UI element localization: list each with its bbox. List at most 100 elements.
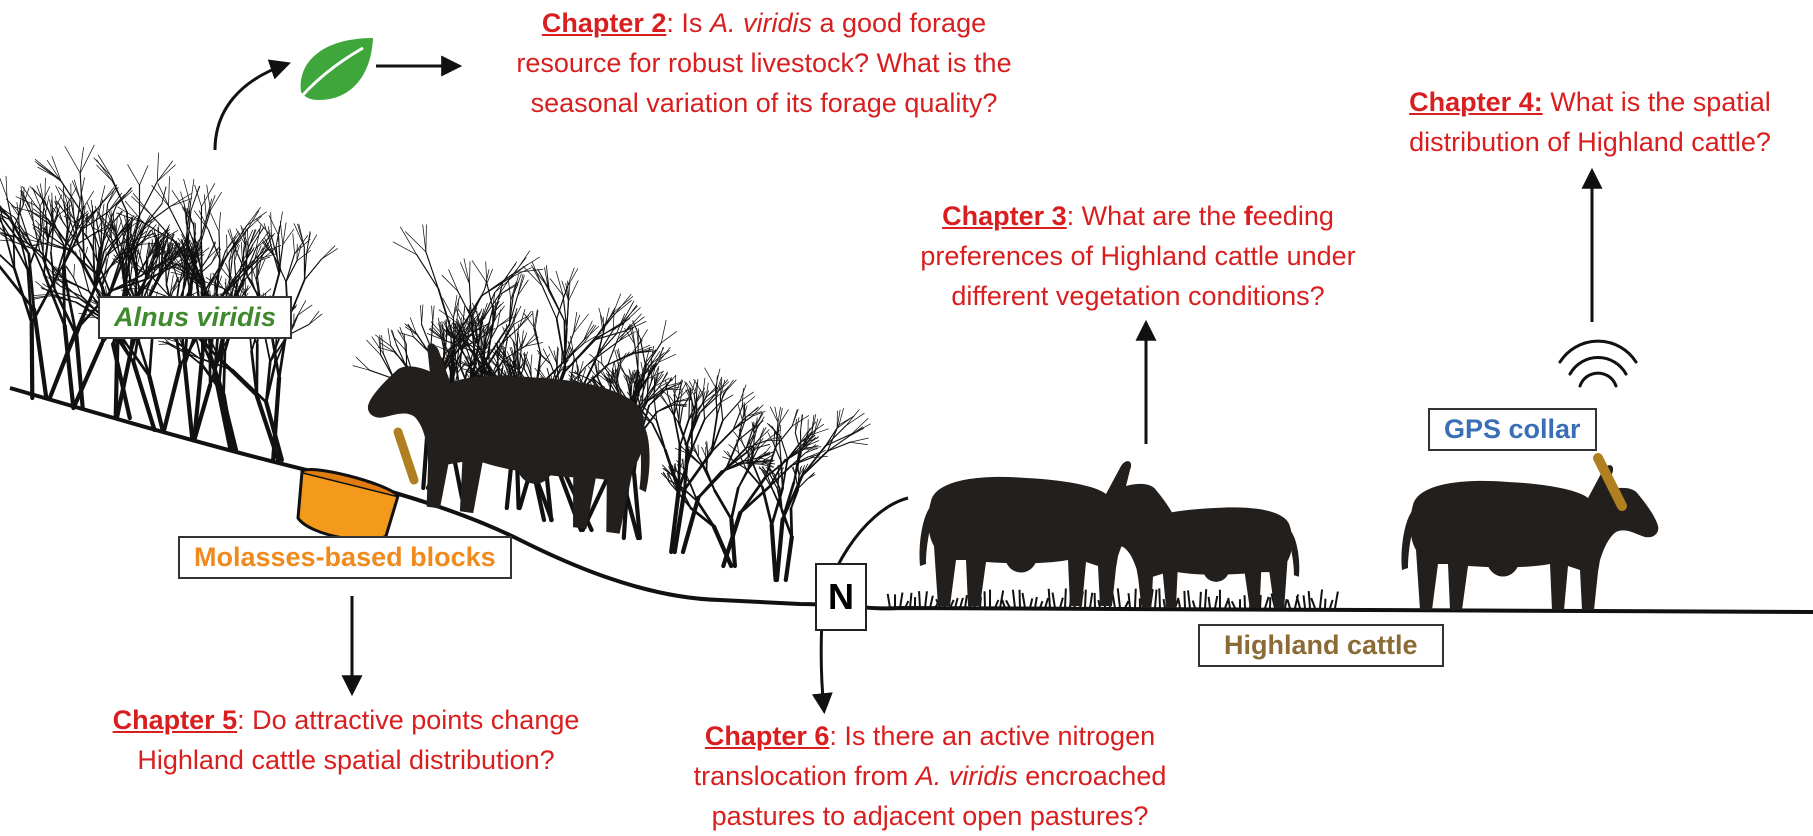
grass-blade: [1129, 593, 1130, 608]
grass-blade: [1085, 590, 1086, 608]
shrub-branch: [731, 488, 738, 519]
shrub-branch: [241, 242, 242, 261]
grass-blade: [1155, 590, 1157, 608]
shrub-branch: [222, 269, 234, 283]
shrub-branch: [696, 452, 704, 467]
shrub-branch: [169, 177, 170, 206]
shrub-branch: [164, 366, 180, 430]
shrub-branch: [433, 306, 434, 322]
shrub-branch: [707, 453, 708, 470]
grass-blade: [1209, 597, 1210, 608]
shrub-branch: [422, 305, 423, 325]
molasses-bucket: [298, 469, 398, 539]
shrub-branch: [80, 173, 82, 214]
chapter-4-question: Chapter 4: What is the spatial distribut…: [1370, 82, 1810, 162]
molasses-blocks-label: Molasses-based blocks: [178, 536, 512, 579]
shrub-branch: [633, 321, 641, 339]
grass-blade: [1188, 590, 1190, 608]
shrub-branch: [723, 401, 740, 420]
shrub-branch: [280, 222, 283, 245]
grass-blade: [1193, 601, 1195, 608]
grass-blade: [1205, 589, 1206, 608]
shrub-branch: [786, 537, 792, 580]
grass-blade: [1179, 600, 1180, 608]
grass-blade: [1309, 591, 1310, 608]
shrub-branch: [134, 363, 155, 430]
shrub-branch: [423, 225, 426, 252]
shrub-branch: [298, 301, 306, 315]
shrub-branch: [0, 244, 14, 269]
chapter-3-title: Chapter 3: [942, 201, 1067, 231]
grass-blade: [1164, 599, 1165, 608]
grass-blade: [965, 595, 967, 608]
grass-blade: [1265, 597, 1269, 608]
grass-blade: [1060, 598, 1063, 608]
shrub-branch: [470, 262, 471, 285]
shrub-branch: [190, 179, 194, 204]
shrub-branch: [464, 259, 470, 284]
chapter-4-title: Chapter 4:: [1409, 87, 1543, 117]
chapter-6-question: Chapter 6: Is there an active nitrogen t…: [640, 716, 1220, 836]
shrub-branch: [32, 323, 33, 398]
shrub-branch: [550, 279, 563, 296]
shrub-branch: [65, 147, 80, 174]
chapter-6-title: Chapter 6: [705, 721, 830, 751]
shrub-branch: [322, 246, 335, 259]
shrub-branch: [432, 306, 433, 322]
shrub-branch: [298, 305, 312, 315]
shrub-branch: [481, 303, 487, 323]
shrub-branch: [74, 264, 75, 277]
shrub-branch: [531, 355, 532, 369]
shrub-branch: [232, 370, 266, 402]
shrub-branch: [34, 310, 46, 398]
shrub-branch: [802, 446, 825, 476]
shrub-branch: [405, 232, 426, 252]
grass-blade: [1288, 600, 1290, 608]
grass-blade: [1228, 599, 1230, 608]
grass-blade: [919, 591, 920, 608]
chapter-3-question: Chapter 3: What are the feeding preferen…: [878, 196, 1398, 316]
shrub-branch: [768, 433, 774, 445]
shrub-branch: [675, 375, 676, 393]
grass-blade: [1200, 592, 1201, 608]
shrub-branch: [807, 474, 814, 480]
shrub-branch: [518, 280, 529, 296]
shrub-branch: [763, 488, 772, 525]
shrub-branch: [128, 165, 140, 185]
shrub-branch: [690, 454, 703, 467]
shrub-branch: [388, 329, 391, 347]
shrub-branch: [497, 310, 500, 327]
shrub-branch: [211, 249, 218, 264]
shrub-branch: [66, 266, 73, 278]
shrub-branch: [703, 378, 705, 394]
grass-blade: [1304, 595, 1305, 608]
shrub-branch: [772, 525, 776, 580]
shrub-branch: [826, 425, 847, 446]
shrub-branch: [715, 491, 732, 520]
grass-blade: [1030, 598, 1032, 608]
grass-blade: [1035, 597, 1037, 608]
cow-gps-collared: [1401, 465, 1658, 610]
shrub-branch: [210, 192, 221, 210]
shrub-branch: [780, 436, 787, 458]
shrub-branch: [846, 410, 859, 426]
grass-blade: [1320, 590, 1322, 608]
shrub-branch: [683, 459, 684, 469]
shrub-branch: [460, 263, 469, 285]
shrub-branch: [244, 251, 245, 281]
shrub-branch: [414, 337, 429, 352]
gps-collar-label: GPS collar: [1428, 408, 1597, 451]
shrub-branch: [426, 225, 427, 252]
shrub-branch: [140, 182, 158, 216]
shrub-branch: [185, 365, 193, 440]
shrub-branch: [116, 329, 118, 418]
shrub-branch: [227, 235, 228, 255]
grass-blade: [1184, 591, 1185, 608]
shrub-branch: [518, 351, 519, 375]
grass-blade: [1045, 598, 1048, 608]
shrub-branch: [518, 276, 525, 297]
shrub-branch: [850, 438, 869, 442]
shrub-branch: [194, 222, 195, 246]
shrub-branch: [101, 223, 102, 247]
grass-blade: [1000, 590, 1003, 608]
